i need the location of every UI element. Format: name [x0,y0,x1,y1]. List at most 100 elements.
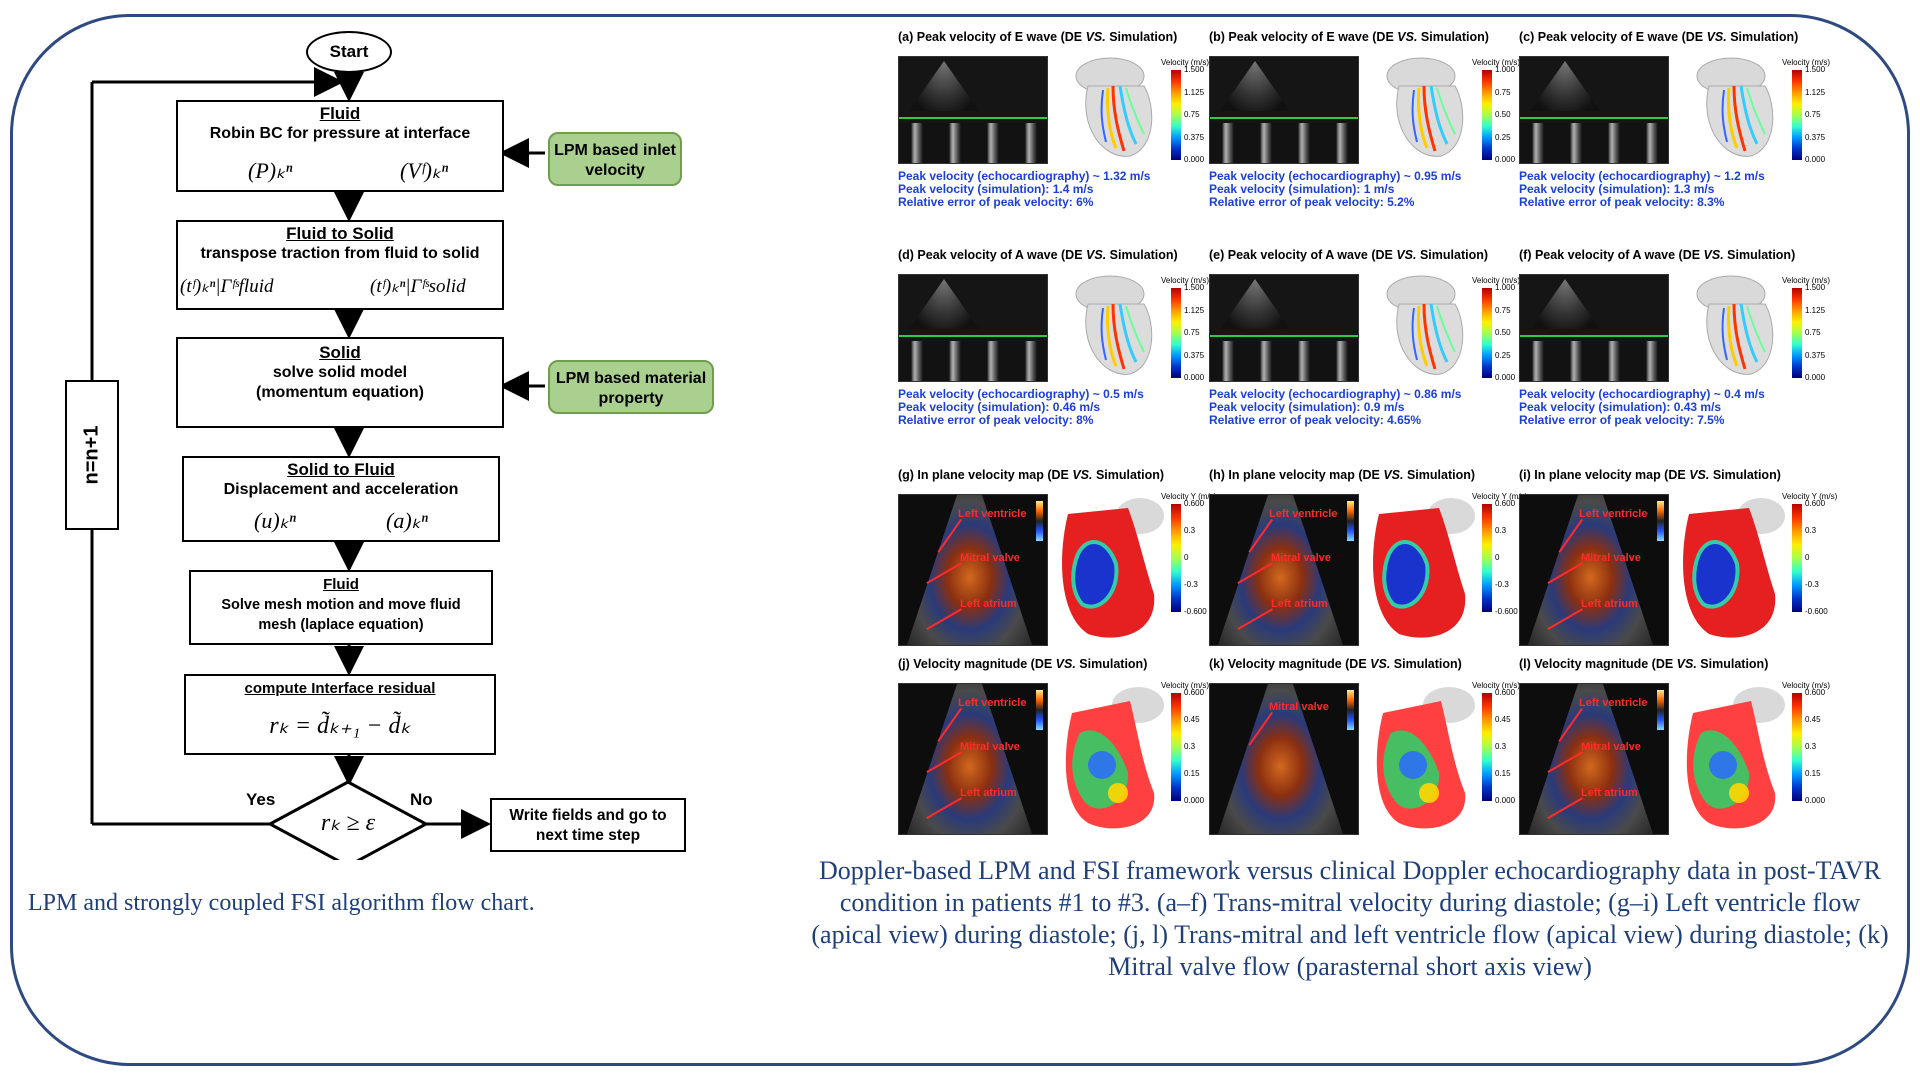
decision-condition: rₖ ≥ ε [320,810,376,836]
panel-k: (k) Velocity magnitude (DE VS. Simulatio… [1209,657,1520,857]
fluid-mesh-line1: Solve mesh motion and move fluid [221,597,461,613]
fluid-subtitle: Robin BC for pressure at interface [209,125,471,142]
lpm-material-label: LPM based material property [555,370,707,407]
colorbar-tick: 0.3 [1495,742,1507,751]
panel-b: (b) Peak velocity of E wave (DE VS. Simu… [1209,30,1520,230]
fluid-mesh-title: Fluid [323,576,359,593]
colorbar-tick: -0.3 [1184,580,1198,589]
peak-velocity-note: Peak velocity (simulation): 1.3 m/s [1519,182,1715,196]
peak-velocity-note: Relative error of peak velocity: 8% [898,413,1094,427]
solid-to-fluid-title: Solid to Fluid [287,460,395,479]
figure-caption: Doppler-based LPM and FSI framework vers… [811,856,1889,981]
colorbar-tick: 0.75 [1184,110,1200,119]
anatomy-label: Left atrium [960,598,1017,610]
panel-title: (h) In plane velocity map (DE VS. Simula… [1209,468,1476,482]
panel-d: (d) Peak velocity of A wave (DE VS. Simu… [898,248,1209,448]
colorbar [1792,70,1802,160]
anatomy-label: Left ventricle [1579,508,1648,520]
colorbar-tick: 0.45 [1805,715,1821,724]
yes-label: Yes [246,790,276,809]
spectral-doppler-trace [1520,341,1668,381]
panel-i: (i) In plane velocity map (DE VS. Simula… [1519,468,1837,668]
simulation-heart-model [1369,274,1477,382]
anatomy-label: Mitral valve [1581,552,1641,564]
colorbar-tick: 0.50 [1495,110,1511,119]
colorbar-tick: 0.000 [1184,373,1205,382]
colorbar-title: Velocity Y (m/s) [1161,492,1217,501]
panel-a: (a) Peak velocity of E wave (DE VS. Simu… [898,30,1209,230]
panel-title: (c) Peak velocity of E wave (DE VS. Simu… [1519,30,1799,44]
simulation-heart-model [1369,494,1477,646]
simulation-heart-model [1679,56,1787,164]
colorbar-tick: 0.000 [1184,796,1205,805]
colorbar-tick: 1.125 [1805,87,1826,97]
colorbar-tick: -0.3 [1805,580,1819,589]
colorbar [1171,693,1181,801]
ecg-trace [899,335,1047,337]
simulation-heart-model [1679,494,1787,646]
simulation-heart-model [1058,683,1166,835]
colorbar-title: Velocity Y (m/s) [1472,492,1528,501]
peak-velocity-note: Relative error of peak velocity: 7.5% [1519,413,1725,427]
peak-velocity-note: Peak velocity (echocardiography) ~ 0.95 … [1209,169,1462,183]
panel-title: (f) Peak velocity of A wave (DE VS. Simu… [1519,248,1796,262]
peak-velocity-note: Relative error of peak velocity: 4.65% [1209,413,1422,427]
colorbar-tick: 0.000 [1495,796,1516,805]
anatomy-label: Left atrium [1581,598,1638,610]
colorbar-tick: 1.000 [1495,283,1516,292]
doppler-spectrum-image [898,274,1048,382]
fluid-to-solid-subtitle: transpose traction from fluid to solid [200,245,480,262]
colorbar-title: Velocity (m/s) [1782,681,1831,690]
fluid-to-solid-eq-left: (tᶠ)ₖⁿ|Γᶠˢfluid [180,276,274,297]
lpm-inlet-velocity-box: LPM based inlet velocity [548,132,682,186]
colorbar-tick: 0.600 [1495,499,1516,508]
ecg-trace [1210,335,1358,337]
residual-title: compute Interface residual [244,680,436,697]
colorbar-tick: 0.75 [1184,328,1200,337]
doppler-spectrum-image [1519,56,1669,164]
echocardiography-image [1209,494,1359,646]
loop-counter-box: n=n+1 [65,380,119,530]
anatomy-label: Mitral valve [1271,552,1331,564]
echo-color-scale [1036,501,1043,541]
peak-velocity-note: Relative error of peak velocity: 5.2% [1209,195,1415,209]
colorbar-title: Velocity (m/s) [1161,681,1210,690]
colorbar [1792,288,1802,378]
colorbar-title: Velocity (m/s) [1472,58,1521,67]
fluid-eq-right: (Vᶠ)ₖⁿ [400,158,449,183]
echocardiography-image [1519,683,1669,835]
colorbar-tick: 0.45 [1184,715,1200,724]
panel-h: (h) In plane velocity map (DE VS. Simula… [1209,468,1527,668]
spectral-doppler-trace [1210,123,1358,163]
colorbar-tick: 0.000 [1495,373,1516,382]
panel-g: (g) In plane velocity map (DE VS. Simula… [898,468,1216,668]
panel-title: (j) Velocity magnitude (DE VS. Simulatio… [898,657,1148,671]
colorbar-tick: 0.600 [1805,688,1826,697]
solid-to-fluid-eq-right: (a)ₖⁿ [386,508,428,533]
anatomy-label: Mitral valve [960,552,1020,564]
ecg-trace [1210,117,1358,119]
echo-sector-thumbnail [1220,279,1290,329]
colorbar-tick: 0.000 [1805,373,1826,382]
peak-velocity-note: Peak velocity (echocardiography) ~ 0.4 m… [1519,387,1765,401]
colorbar-tick: 0.50 [1495,328,1511,337]
echo-color-scale [1657,690,1664,730]
solid-box: Solid solve solid model (momentum equati… [176,337,504,428]
colorbar-title: Velocity Y (m/s) [1782,492,1838,501]
ecg-trace [1520,117,1668,119]
colorbar-title: Velocity (m/s) [1472,276,1521,285]
echo-sector-thumbnail [1530,61,1600,111]
peak-velocity-note: Peak velocity (simulation): 0.43 m/s [1519,400,1722,414]
colorbar-tick: 0.600 [1184,499,1205,508]
flowchart-caption: LPM and strongly coupled FSI algorithm f… [28,890,535,916]
colorbar [1792,504,1802,612]
fluid-eq-left: (P)ₖⁿ [248,158,293,183]
colorbar-tick: 0.000 [1184,155,1205,164]
colorbar-tick: 0.75 [1495,305,1511,315]
colorbar-tick: -0.600 [1184,607,1207,616]
residual-eq: rₖ = d̃ₖ₊₁ − d̃ₖ [269,713,411,739]
fluid-title: Fluid [319,104,361,123]
simulation-heart-model [1058,494,1166,646]
ecg-trace [899,117,1047,119]
decision-diamond [266,780,430,860]
